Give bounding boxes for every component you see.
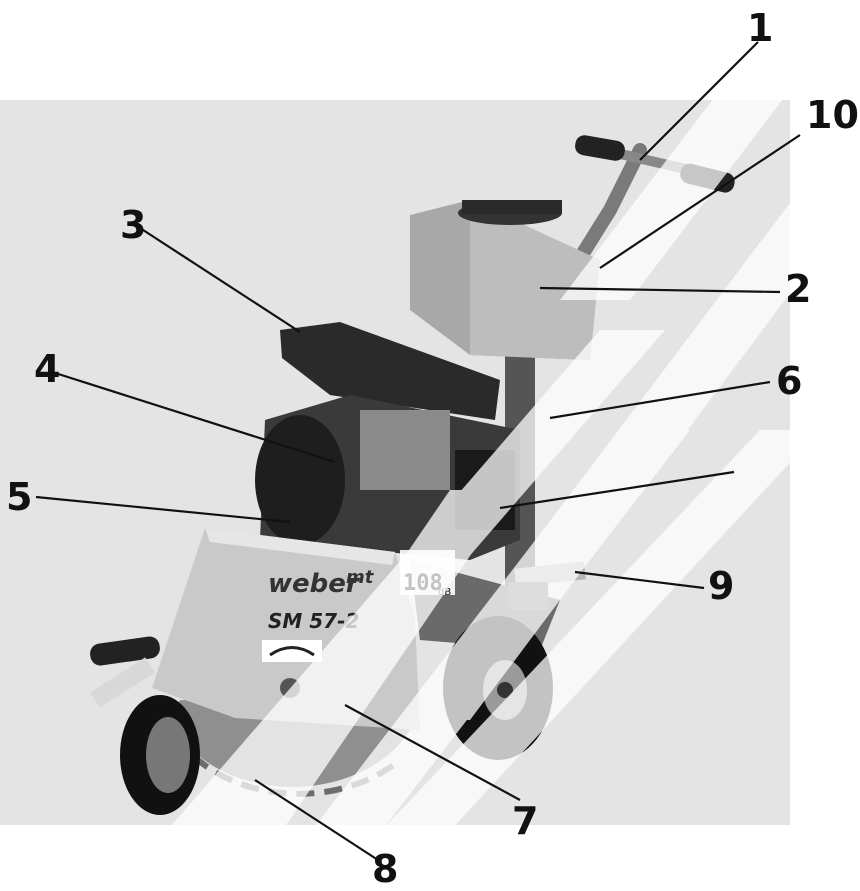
callout-8: 8 [372,847,399,891]
brand-suffix: mt [346,567,375,588]
watermark [120,90,860,885]
callout-2: 2 [785,267,812,311]
callout-5: 5 [6,475,33,519]
front-handle [90,636,160,708]
brand-label: weber [268,569,361,599]
callout-4: 4 [34,347,61,391]
callout-3: 3 [120,203,147,247]
leader-lines [35,41,801,861]
callout-1: 1 [747,6,774,50]
front-wheel [120,695,200,815]
callout-10: 10 [806,93,859,137]
callout-6: 6 [776,359,803,403]
water-tank [410,200,600,360]
callout-9: 9 [708,564,735,608]
callout-7: 7 [512,799,539,843]
